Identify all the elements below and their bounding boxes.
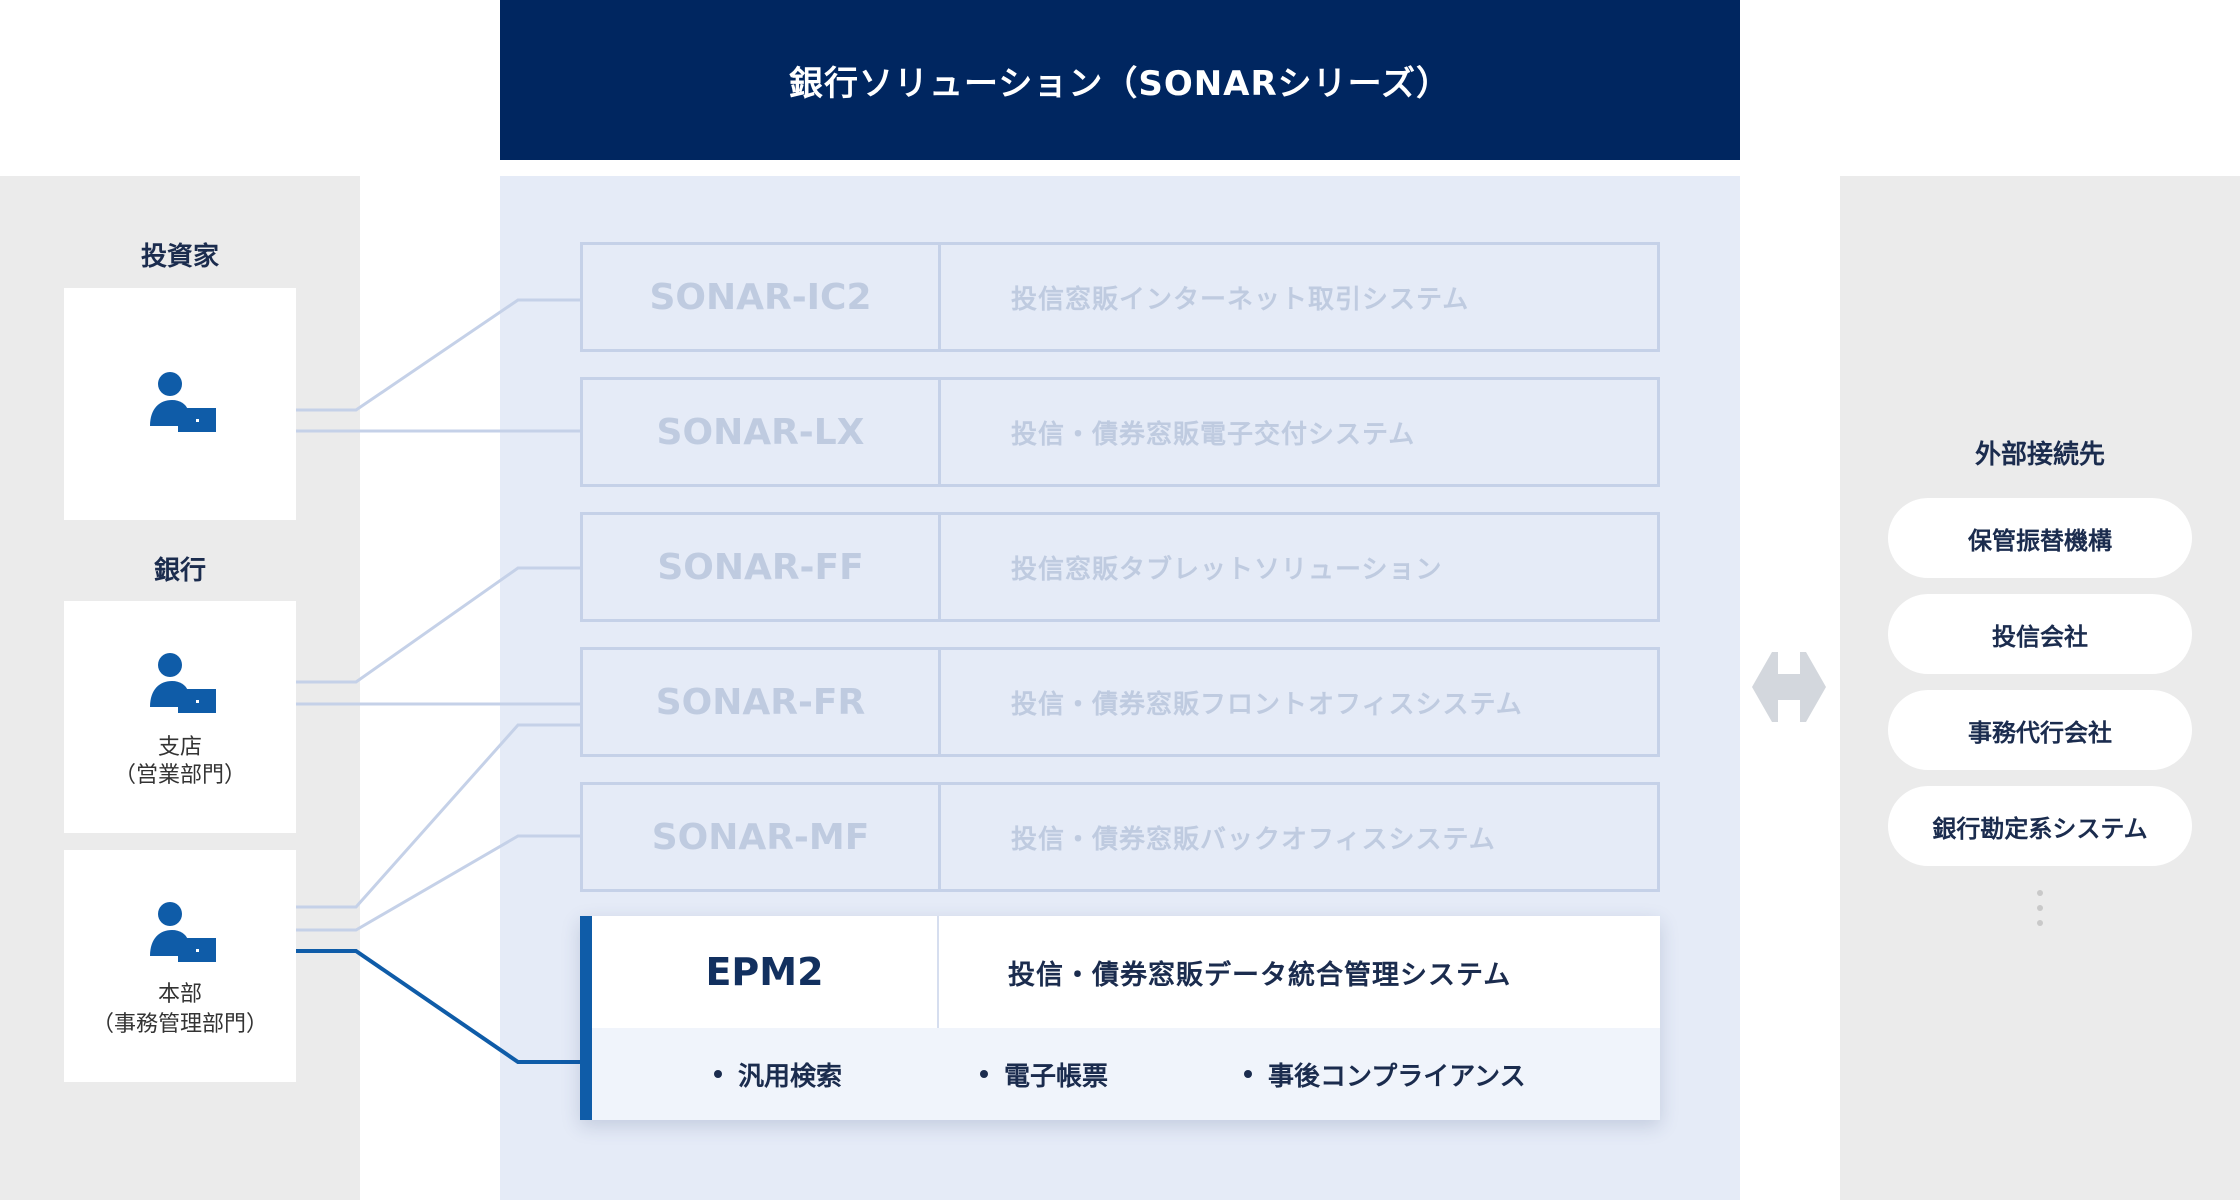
double-arrow-icon xyxy=(1752,652,1826,722)
epm2-accent-bar xyxy=(580,916,592,1120)
epm2-desc: 投信・債券窓販データ統合管理システム xyxy=(1008,959,1512,991)
product-desc: 投信窓販インターネット取引システム xyxy=(1011,284,1470,315)
vertical-ellipsis-icon xyxy=(2037,890,2043,926)
external-title: 外部接続先 xyxy=(1974,440,2105,470)
actor-branch-sublabel: （営業部門） xyxy=(113,763,246,788)
bullet-icon xyxy=(1244,1070,1252,1078)
epm2-name: EPM2 xyxy=(592,916,939,1028)
bullet-icon xyxy=(980,1070,988,1078)
product-name: SONAR-FF xyxy=(583,515,941,619)
epm2-header: EPM2 投信・債券窓販データ統合管理システム xyxy=(592,916,1660,1028)
bullet-icon xyxy=(714,1070,722,1078)
product-row: SONAR-IC2 投信窓販インターネット取引システム xyxy=(580,242,1660,352)
product-name: SONAR-FR xyxy=(583,650,941,754)
external-item: 保管振替機構 xyxy=(1888,498,2192,578)
product-row: SONAR-FR 投信・債券窓販フロントオフィスシステム xyxy=(580,647,1660,757)
feature-item: 汎用検索 xyxy=(714,1028,842,1120)
actor-investor xyxy=(64,288,296,520)
feature-label: 汎用検索 xyxy=(738,1061,843,1092)
group-label-bank: 銀行 xyxy=(153,556,206,586)
feature-label: 事後コンプライアンス xyxy=(1268,1061,1526,1092)
person-with-laptop-icon xyxy=(150,902,216,962)
actor-branch: 支店 （営業部門） xyxy=(64,601,296,833)
feature-label: 電子帳票 xyxy=(1004,1061,1109,1092)
product-desc: 投信窓販タブレットソリューション xyxy=(1011,554,1443,585)
actor-headquarters: 本部 （事務管理部門） xyxy=(64,850,296,1082)
product-name: SONAR-IC2 xyxy=(583,245,941,349)
product-row: SONAR-LX 投信・債券窓販電子交付システム xyxy=(580,377,1660,487)
product-row: SONAR-FF 投信窓販タブレットソリューション xyxy=(580,512,1660,622)
right-panel xyxy=(1840,176,2240,1200)
product-name: SONAR-MF xyxy=(583,785,941,889)
actor-branch-label: 支店 xyxy=(157,735,202,760)
solution-banner: 銀行ソリューション（SONARシリーズ） xyxy=(500,0,1740,160)
feature-item: 電子帳票 xyxy=(980,1028,1108,1120)
group-label-investor: 投資家 xyxy=(140,242,219,272)
product-desc: 投信・債券窓販フロントオフィスシステム xyxy=(1011,689,1523,720)
epm2-card: EPM2 投信・債券窓販データ統合管理システム 汎用検索 電子帳票 事後コンプラ… xyxy=(580,916,1660,1120)
person-with-laptop-icon xyxy=(150,653,216,713)
actor-hq-sublabel: （事務管理部門） xyxy=(91,1012,268,1037)
external-item: 事務代行会社 xyxy=(1888,690,2192,770)
product-name: SONAR-LX xyxy=(583,380,941,484)
banner-title: 銀行ソリューション（SONARシリーズ） xyxy=(789,63,1451,104)
product-desc: 投信・債券窓販バックオフィスシステム xyxy=(1011,824,1496,855)
epm2-features: 汎用検索 電子帳票 事後コンプライアンス xyxy=(592,1028,1660,1120)
product-row: SONAR-MF 投信・債券窓販バックオフィスシステム xyxy=(580,782,1660,892)
external-item: 投信会社 xyxy=(1888,594,2192,674)
product-desc: 投信・債券窓販電子交付システム xyxy=(1011,419,1416,450)
feature-item: 事後コンプライアンス xyxy=(1244,1028,1526,1120)
external-item: 銀行勘定系システム xyxy=(1888,786,2192,866)
actor-hq-label: 本部 xyxy=(157,982,202,1007)
person-with-laptop-icon xyxy=(150,372,216,432)
